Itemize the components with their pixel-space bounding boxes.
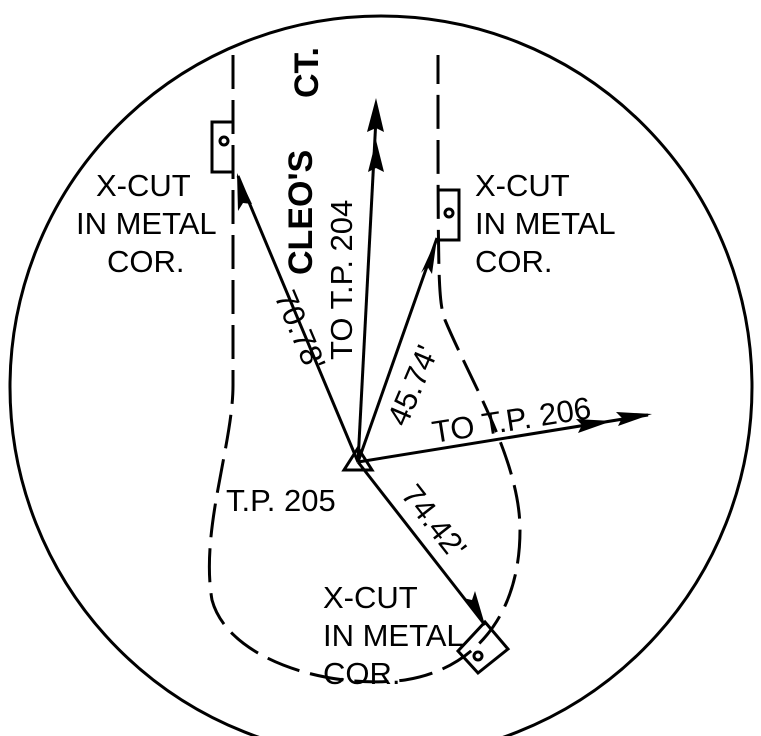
street-suffix-label: CT. bbox=[288, 47, 326, 98]
corner-note-line: COR. bbox=[323, 656, 401, 691]
detail-circle bbox=[8, 14, 754, 736]
ray-to-tp-204 bbox=[356, 98, 384, 463]
distance-74-42-label: 74.42' bbox=[394, 478, 473, 565]
to-tp204-label: TO T.P. 204 bbox=[324, 200, 359, 360]
corner-note-line: X-CUT bbox=[96, 168, 191, 203]
corner-note-upper-right: X-CUT IN METAL COR. bbox=[475, 168, 616, 279]
corner-marker-upper-left-icon bbox=[210, 120, 233, 174]
corner-marker-upper-right-icon bbox=[438, 188, 461, 242]
distance-70-78-label: 70.78' bbox=[268, 285, 333, 376]
ray-to-tp-206 bbox=[357, 412, 652, 464]
corner-marker-lower-icon bbox=[455, 619, 511, 676]
corner-note-line: X-CUT bbox=[475, 168, 570, 203]
corner-note-line: IN METAL bbox=[475, 206, 616, 241]
corner-note-line: COR. bbox=[107, 244, 185, 279]
station-label: T.P. 205 bbox=[226, 483, 336, 518]
corner-note-line: X-CUT bbox=[323, 580, 418, 615]
ray-lower-corner bbox=[356, 461, 487, 626]
street-name-label: CLEO'S bbox=[282, 150, 320, 275]
corner-note-line: IN METAL bbox=[76, 206, 217, 241]
to-tp206-label: TO T.P. 206 bbox=[430, 390, 594, 450]
ray-upper-right-corner bbox=[356, 237, 439, 463]
corner-note-lower: X-CUT IN METAL COR. bbox=[323, 580, 464, 691]
ray-upper-left-corner bbox=[236, 173, 360, 463]
corner-note-line: IN METAL bbox=[323, 618, 464, 653]
corner-note-upper-left: X-CUT IN METAL COR. bbox=[76, 168, 217, 279]
corner-note-line: COR. bbox=[475, 244, 553, 279]
station-triangle-icon bbox=[341, 445, 375, 472]
